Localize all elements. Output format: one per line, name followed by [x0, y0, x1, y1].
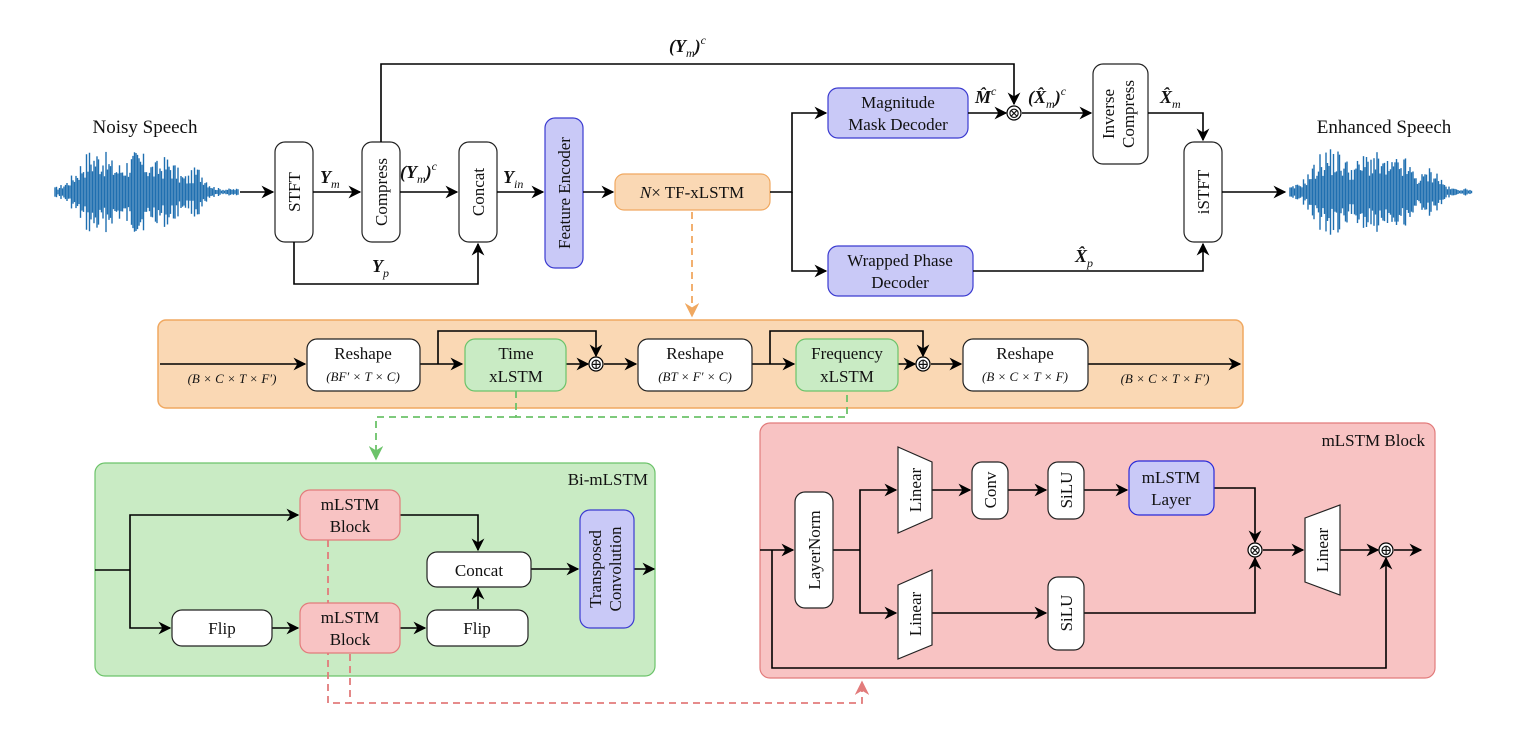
reshape-label-2: Reshape — [666, 344, 724, 363]
ym-label: Ym — [320, 167, 340, 191]
linear-trapezoid-top — [897, 446, 933, 534]
reshape-box-2 — [637, 338, 753, 392]
enhanced-speech-waveform — [1289, 149, 1473, 235]
phase-label-2: Decoder — [871, 273, 929, 292]
tf-xlstm-label: N× TF-xLSTM — [639, 183, 744, 202]
oplus-time: ⊕ — [590, 357, 603, 373]
silu-box-top — [1047, 461, 1085, 520]
mhat-label: M̂c — [974, 84, 997, 107]
mlstm-bottom-label-2: Block — [330, 630, 371, 649]
xmc-label: (X̂m)c — [1028, 84, 1067, 111]
oplus-mlstm: ⊕ — [1380, 543, 1393, 559]
bi-mlstm-expand-arrow — [368, 416, 516, 461]
phase-label-1: Wrapped Phase — [847, 251, 953, 270]
mlstm-layer-label-2: Layer — [1151, 490, 1191, 509]
transposed-convolution-box — [579, 509, 635, 629]
magnitude-label-2: Mask Decoder — [848, 115, 948, 134]
inverse-label: Inverse — [1099, 89, 1118, 139]
concat-box-bi — [426, 551, 532, 588]
frequency-label: Frequency — [811, 344, 883, 363]
xm-label: X̂m — [1159, 87, 1181, 111]
top-pipeline-arrows — [240, 63, 1287, 285]
linear-trapezoid-bottom — [897, 569, 933, 660]
mlstm-block-box-bottom — [299, 602, 401, 654]
silu-box-bottom — [1047, 576, 1085, 651]
dim-2: (BF′ × T × C) — [326, 369, 400, 384]
linear-label-out: Linear — [1313, 527, 1332, 572]
oplus-freq: ⊕ — [917, 357, 930, 373]
dim-4: (B × C × T × F) — [982, 369, 1068, 384]
dim-5: (B × C × T × F′) — [1121, 371, 1210, 386]
flip-box-2 — [426, 609, 529, 647]
frequency-xlstm-box — [795, 338, 899, 392]
transposed-label: Transposed — [586, 530, 605, 608]
tf-xlstm-row-arrows — [160, 330, 1242, 372]
feature-encoder-label: Feature Encoder — [555, 137, 574, 249]
compress-label: Compress — [372, 158, 391, 226]
magnitude-label-1: Magnitude — [861, 93, 935, 112]
flip-label-1: Flip — [208, 619, 235, 638]
flip-label-2: Flip — [463, 619, 490, 638]
reshape-box-1 — [306, 338, 421, 392]
reshape-box-3 — [962, 338, 1089, 392]
silu-label-bottom: SiLU — [1057, 595, 1076, 632]
mlstm-layer-label-1: mLSTM — [1142, 468, 1201, 487]
convolution-label: Convolution — [606, 526, 625, 612]
noisy-speech-waveform — [54, 151, 239, 233]
time-label: Time — [498, 344, 533, 363]
dim-3: (BT × F′ × C) — [658, 369, 732, 384]
otimes-top: ⊗ — [1008, 106, 1021, 122]
mlstm-layer-box — [1128, 460, 1215, 516]
ymc-top-label: (Ym)c — [669, 33, 707, 60]
concat-label: Concat — [469, 168, 488, 216]
mlstm-top-label-2: Block — [330, 517, 371, 536]
frequency-xlstm-label: xLSTM — [820, 367, 874, 386]
reshape-label-3: Reshape — [996, 344, 1054, 363]
istft-label: iSTFT — [1194, 169, 1213, 214]
layernorm-label: LayerNorm — [805, 510, 824, 589]
linear-label-top: Linear — [906, 467, 925, 512]
stft-label: STFT — [285, 172, 304, 212]
concat-bi-label: Concat — [455, 561, 503, 580]
linear-label-bottom: Linear — [906, 591, 925, 636]
xlstm-expand-arrow — [515, 391, 848, 418]
xp-label: X̂p — [1074, 246, 1093, 270]
inverse-compress-box — [1092, 63, 1149, 165]
silu-label-top: SiLU — [1057, 472, 1076, 509]
mlstm-block-arrows — [760, 483, 1423, 669]
yp-label: Yp — [372, 256, 389, 280]
feature-encoder-box — [544, 117, 584, 269]
inverse-compress-label: Compress — [1119, 80, 1138, 148]
layernorm-box — [794, 491, 834, 609]
ymc-label: (Ym)c — [400, 159, 438, 186]
mlstm-block-title: mLSTM Block — [1322, 431, 1426, 450]
otimes-mlstm: ⊗ — [1249, 543, 1262, 559]
time-xlstm-label: xLSTM — [489, 367, 543, 386]
yin-label: Yin — [503, 167, 523, 191]
flip-box-1 — [171, 609, 273, 647]
noisy-speech-label: Noisy Speech — [92, 117, 198, 138]
reshape-label-1: Reshape — [334, 344, 392, 363]
conv-box — [971, 461, 1009, 520]
bi-mlstm-title: Bi-mLSTM — [568, 470, 648, 489]
bi-mlstm-arrows — [95, 508, 656, 635]
conv-label: Conv — [981, 471, 1000, 508]
mlstm-bottom-label-1: mLSTM — [321, 608, 380, 627]
dim-1: (B × C × T × F′) — [188, 371, 277, 386]
mlstm-top-label-1: mLSTM — [321, 495, 380, 514]
linear-trapezoid-out — [1304, 504, 1341, 596]
mlstm-block-box-top — [299, 489, 401, 541]
enhanced-speech-label: Enhanced Speech — [1317, 117, 1452, 138]
